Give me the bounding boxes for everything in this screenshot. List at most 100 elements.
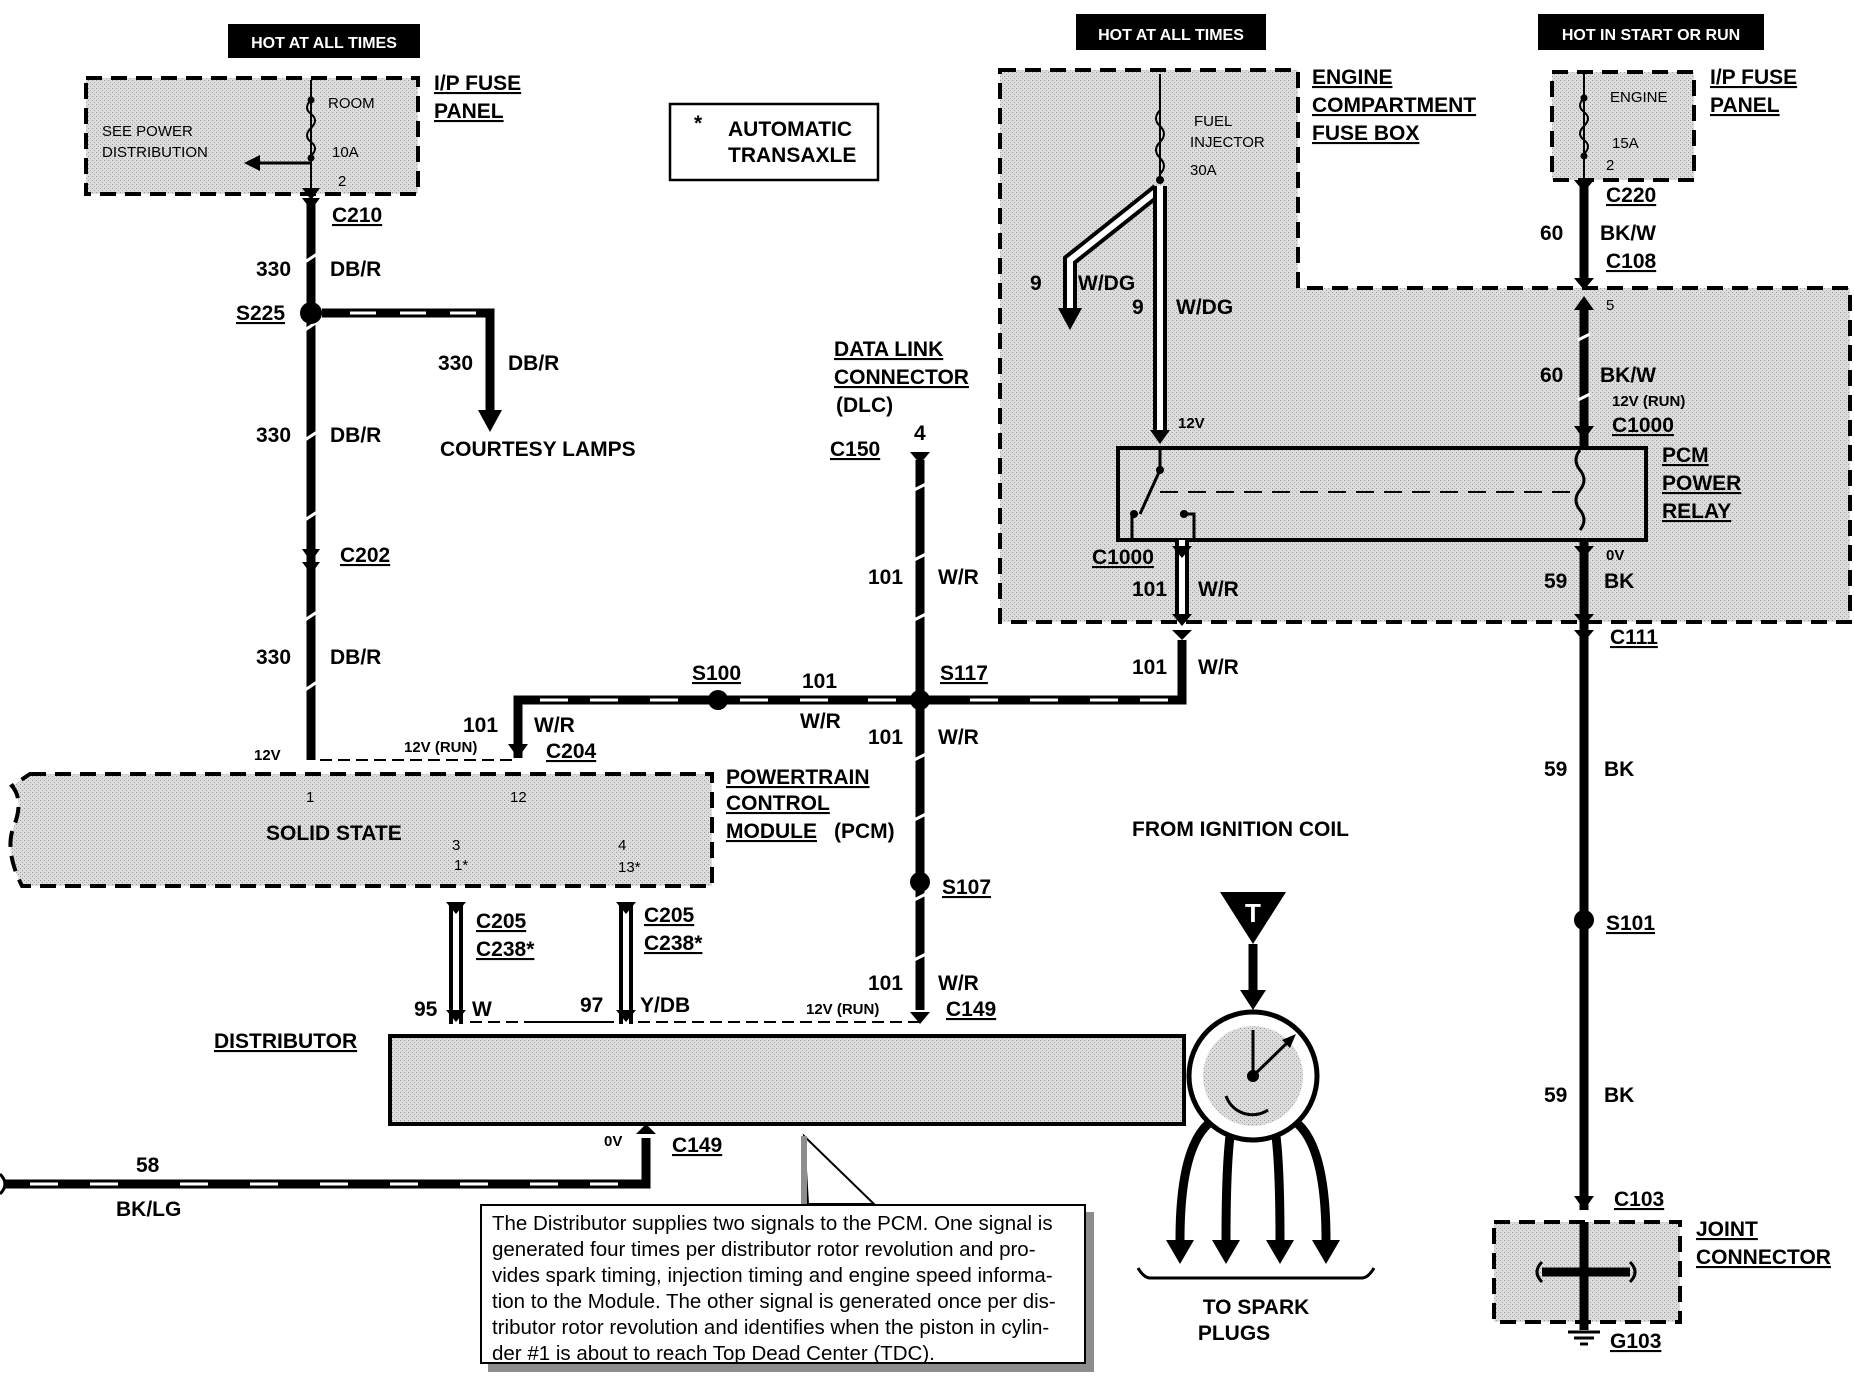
wire-60-59-vertical bbox=[1574, 180, 1594, 1210]
connector-c205-b: C205 bbox=[644, 904, 695, 927]
wire-60-label-b: 60 bbox=[1540, 364, 1563, 387]
legend-automatic-transaxle: * AUTOMATIC TRANSAXLE bbox=[668, 102, 880, 182]
wire-101-color-a: W/R bbox=[534, 714, 575, 737]
svg-text:2: 2 bbox=[1606, 157, 1614, 174]
svg-text:(PCM): (PCM) bbox=[834, 820, 895, 843]
connector-c204: C204 bbox=[546, 740, 597, 763]
wires-pcm-to-distributor bbox=[446, 902, 636, 1024]
note-line: tion to the Module. The other signal is … bbox=[492, 1290, 1056, 1313]
svg-text:HOT AT ALL TIMES: HOT AT ALL TIMES bbox=[1098, 27, 1244, 44]
connector-c220: C220 bbox=[1606, 184, 1656, 207]
svg-text:PANEL: PANEL bbox=[1710, 94, 1780, 117]
wire-97-label: 97 bbox=[580, 994, 603, 1017]
wire-330-label-b: 330 bbox=[438, 352, 473, 375]
wire-101-relay-output bbox=[1172, 540, 1192, 640]
wire-330-label-a: 330 bbox=[256, 258, 291, 281]
svg-text:ENGINE: ENGINE bbox=[1610, 89, 1668, 106]
wire-330-label-d: 330 bbox=[256, 646, 291, 669]
note-line: generated four times per distributor rot… bbox=[492, 1238, 1036, 1261]
voltage-12v-run-dist: 12V (RUN) bbox=[806, 1001, 879, 1018]
from-ignition-coil-label: FROM IGNITION COIL bbox=[1132, 818, 1349, 841]
wire-101-color-b: W/R bbox=[800, 710, 841, 733]
wire-9-label-b: 9 bbox=[1132, 296, 1144, 319]
wire-9-w-dg bbox=[1058, 184, 1170, 444]
svg-text:ROOM: ROOM bbox=[328, 95, 375, 112]
svg-text:JOINT: JOINT bbox=[1696, 1218, 1758, 1241]
svg-text:TRANSAXLE: TRANSAXLE bbox=[728, 144, 856, 167]
svg-text:FUEL: FUEL bbox=[1194, 113, 1232, 130]
dlc-title3: (DLC) bbox=[836, 394, 893, 417]
connector-g103: G103 bbox=[1610, 1330, 1661, 1353]
note-line: vides spark timing, injection timing and… bbox=[492, 1264, 1053, 1287]
wire-330-color-a: DB/R bbox=[330, 258, 381, 281]
svg-text:DISTRIBUTION: DISTRIBUTION bbox=[102, 144, 208, 161]
wire-101-label-a: 101 bbox=[463, 714, 498, 737]
connector-c205-a: C205 bbox=[476, 910, 527, 933]
voltage-12v-run-relay: 12V (RUN) bbox=[1612, 393, 1685, 410]
svg-text:SEE POWER: SEE POWER bbox=[102, 123, 193, 140]
wire-330-color-c: DB/R bbox=[330, 424, 381, 447]
wire-95-color: W bbox=[472, 998, 492, 1021]
wire-58-color: BK/LG bbox=[116, 1198, 181, 1221]
joint-connector: JOINT CONNECTOR bbox=[1492, 1218, 1831, 1346]
connector-c150: C150 bbox=[830, 438, 880, 461]
wire-58-bk-lg bbox=[0, 1124, 656, 1196]
header-hot-all-times-left: HOT AT ALL TIMES bbox=[228, 24, 420, 58]
svg-text:HOT IN START OR RUN: HOT IN START OR RUN bbox=[1562, 27, 1740, 44]
svg-text:PCM: PCM bbox=[1662, 444, 1709, 467]
wire-101-color-g: W/R bbox=[1198, 656, 1239, 679]
svg-text:POWERTRAIN: POWERTRAIN bbox=[726, 766, 870, 789]
wire-330-color-d: DB/R bbox=[330, 646, 381, 669]
dlc-title2: CONNECTOR bbox=[834, 366, 969, 389]
courtesy-lamps-label: COURTESY LAMPS bbox=[440, 438, 636, 461]
wire-59-color-a: BK bbox=[1604, 570, 1634, 593]
header-hot-in-start-or-run: HOT IN START OR RUN bbox=[1538, 14, 1764, 50]
connector-c149-bottom: C149 bbox=[672, 1134, 722, 1157]
svg-text:TO SPARK: TO SPARK bbox=[1203, 1296, 1310, 1319]
wire-59-label-a: 59 bbox=[1544, 570, 1567, 593]
svg-text:CONTROL: CONTROL bbox=[726, 792, 830, 815]
wire-101-w-r-network bbox=[508, 452, 1187, 1024]
ip-fuse-panel-right: ENGINE 15A 2 I/P FUSE PANEL bbox=[1550, 66, 1797, 182]
distributor-note: The Distributor supplies two signals to … bbox=[480, 1204, 1086, 1365]
note-line: The Distributor supplies two signals to … bbox=[492, 1212, 1053, 1235]
svg-text:I/P FUSE: I/P FUSE bbox=[1710, 66, 1797, 89]
splice-s117: S117 bbox=[940, 662, 988, 685]
svg-text:POWER: POWER bbox=[1662, 472, 1741, 495]
splice-s101: S101 bbox=[1606, 912, 1655, 935]
wire-60-color-a: BK/W bbox=[1600, 222, 1656, 245]
svg-text:ENGINE: ENGINE bbox=[1312, 66, 1393, 89]
connector-c238-b: C238* bbox=[644, 932, 703, 955]
wire-60-color-b: BK/W bbox=[1600, 364, 1656, 387]
svg-text:30A: 30A bbox=[1190, 162, 1217, 179]
powertrain-control-module: SOLID STATE 1 12 3 1* 4 13* POWERTRAIN C… bbox=[8, 766, 895, 888]
spark-plug-wires: TO SPARK PLUGS bbox=[1136, 1120, 1376, 1345]
svg-text:INJECTOR: INJECTOR bbox=[1190, 134, 1265, 151]
splice-s225: S225 bbox=[236, 302, 285, 325]
wire-9-color-b: W/DG bbox=[1176, 296, 1233, 319]
pcm-relay-pin5: 5 bbox=[1606, 297, 1614, 314]
svg-text:3: 3 bbox=[452, 837, 460, 854]
svg-text:12: 12 bbox=[510, 789, 527, 806]
svg-text:PANEL: PANEL bbox=[434, 100, 504, 123]
svg-text:CONNECTOR: CONNECTOR bbox=[1696, 1246, 1831, 1269]
svg-text:13*: 13* bbox=[618, 859, 641, 876]
svg-text:AUTOMATIC: AUTOMATIC bbox=[728, 118, 852, 141]
connector-c202: C202 bbox=[340, 544, 390, 567]
voltage-12v-pcm: 12V bbox=[254, 747, 281, 764]
svg-text:RELAY: RELAY bbox=[1662, 500, 1731, 523]
connector-c1000-top: C1000 bbox=[1612, 414, 1674, 437]
svg-text:PLUGS: PLUGS bbox=[1198, 1322, 1270, 1345]
wire-101-label-g: 101 bbox=[1132, 656, 1167, 679]
svg-text:HOT AT ALL TIMES: HOT AT ALL TIMES bbox=[251, 35, 397, 52]
note-line: der #1 is about to reach Top Dead Center… bbox=[492, 1342, 935, 1365]
svg-text:MODULE: MODULE bbox=[726, 820, 817, 843]
connector-c210: C210 bbox=[332, 204, 382, 227]
svg-text:15A: 15A bbox=[1612, 135, 1639, 152]
ip-fuse-panel-left: SEE POWER DISTRIBUTION ROOM 10A 2 I/P FU… bbox=[84, 72, 521, 200]
wire-95-label: 95 bbox=[414, 998, 438, 1021]
distributor: DISTRIBUTOR bbox=[214, 1030, 1186, 1126]
wire-101-label-b: 101 bbox=[802, 670, 837, 693]
voltage-12v-run-pcm: 12V (RUN) bbox=[404, 739, 477, 756]
